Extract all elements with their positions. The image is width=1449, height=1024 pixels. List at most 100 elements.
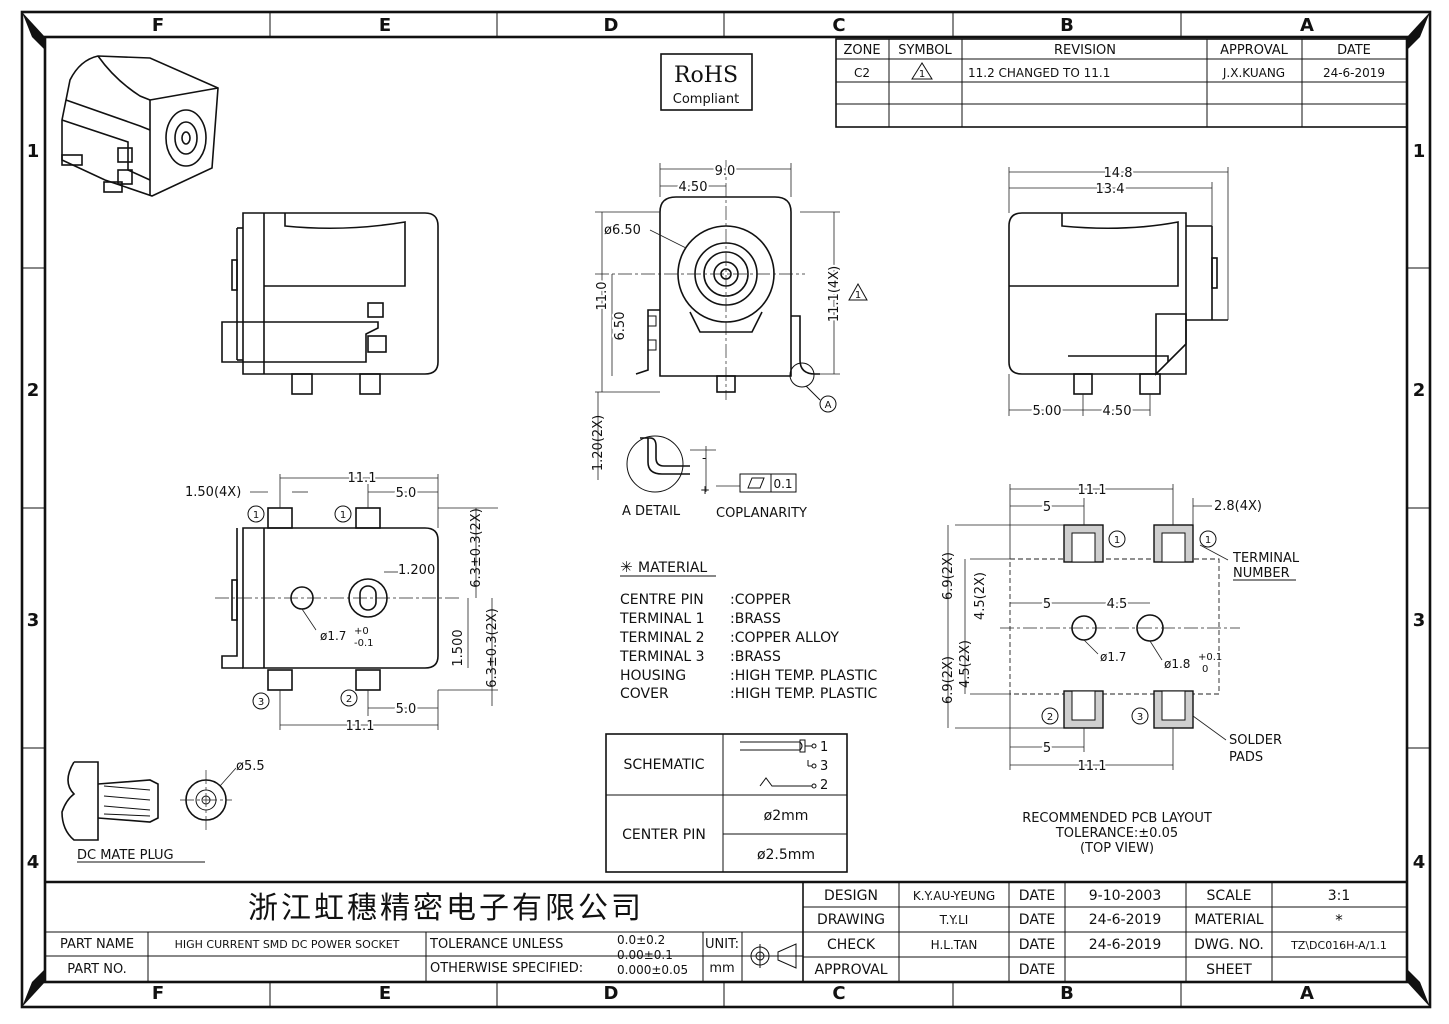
- check-date: 24-6-2019: [1089, 937, 1161, 953]
- coplanarity-value: 0.1: [773, 477, 792, 491]
- dim-hole-offset: 1.200: [398, 563, 435, 578]
- zone-col-b: B: [1060, 15, 1074, 36]
- design-date: 9-10-2003: [1089, 888, 1161, 904]
- material-star: ✳: [620, 558, 633, 576]
- rohs-sub: Compliant: [673, 92, 739, 107]
- mat-value-0: :COPPER: [730, 592, 791, 608]
- unit-label: UNIT:: [705, 937, 739, 952]
- dim-side-right: 4.50: [1103, 404, 1132, 419]
- design-label: DESIGN: [824, 888, 878, 904]
- rev-description: 11.2 CHANGED TO 11.1: [968, 66, 1110, 80]
- mat-part-4: HOUSING: [620, 668, 686, 684]
- flatness-icon: [747, 477, 765, 489]
- pcb-dia-2: ø1.8: [1164, 657, 1190, 671]
- zone-col-a-bottom: A: [1300, 983, 1314, 1004]
- pin-1-a: 1: [253, 510, 259, 521]
- date-label-4: DATE: [1019, 962, 1055, 978]
- dwg-no-label: DWG. NO.: [1194, 937, 1264, 953]
- mat-part-5: COVER: [620, 686, 669, 702]
- pcb-dia-1: ø1.7: [1100, 650, 1126, 664]
- part-no-label: PART NO.: [67, 962, 127, 977]
- dwg-no: TZ\DC016H-A/1.1: [1290, 939, 1387, 952]
- pcb-dim-v-inner-top: 4.5(2X): [973, 572, 988, 620]
- sheet-label: SHEET: [1206, 962, 1252, 978]
- dim-side-body: 13.4: [1096, 182, 1125, 197]
- pcb-dim-pad-width: 2.8(4X): [1214, 499, 1262, 514]
- pcb-dim-v-outer-top: 6.9(2X): [941, 552, 956, 600]
- designer: K.Y.AU-YEUNG: [913, 889, 995, 903]
- tolerance-line-2: OTHERWISE SPECIFIED:: [430, 961, 583, 976]
- zone-row-2-right: 2: [1413, 380, 1426, 401]
- outer-frame: [20, 10, 1432, 1009]
- dim-small-dia-tol-bot: -0.1: [354, 638, 374, 649]
- mat-part-3: TERMINAL 3: [619, 649, 705, 665]
- dim-bottom-v-top: 6.3±0.3(2X): [469, 508, 484, 588]
- mat-value-3: :BRASS: [730, 649, 781, 665]
- title-block: 浙江虹穗精密电子有限公司 PART NAME HIGH CURRENT SMD …: [45, 880, 1407, 982]
- plug-label: DC MATE PLUG: [77, 848, 174, 863]
- dim-small-dia-tol-top: +0: [354, 626, 369, 637]
- pcb-title-1: RECOMMENDED PCB LAYOUT: [1022, 811, 1212, 826]
- pcb-pin-1a: 1: [1114, 535, 1120, 546]
- pcb-pads-label: PADS: [1229, 750, 1263, 765]
- pcb-dim-v-inner-bot: 4.5(2X): [958, 640, 973, 688]
- rev-symbol: 1: [919, 69, 925, 80]
- date-label-1: DATE: [1019, 888, 1055, 904]
- dim-bottom-top-width: 11.1: [348, 471, 377, 486]
- tolerance-val-1: 0.0±0.2: [617, 933, 665, 947]
- material-value: *: [1335, 911, 1343, 929]
- pcb-dia-2-tol-bot: 0: [1202, 664, 1208, 675]
- scale-label: SCALE: [1207, 888, 1252, 904]
- rev-date: 24-6-2019: [1323, 66, 1385, 80]
- mat-value-1: :BRASS: [730, 611, 781, 627]
- rev-approval: J.X.KUANG: [1222, 66, 1285, 80]
- detail-ref-a: A: [825, 400, 832, 411]
- tolerance-val-3: 0.000±0.05: [617, 963, 688, 977]
- isometric-view: [61, 55, 219, 197]
- tolerance-line-1: TOLERANCE UNLESS: [429, 937, 563, 952]
- center-pin-d1: ø2mm: [764, 808, 809, 824]
- part-name-label: PART NAME: [60, 937, 134, 952]
- pcb-dim-mid-offset: 5: [1043, 597, 1051, 612]
- dim-pin-spacing: 1.20(2X): [591, 415, 606, 471]
- dc-mate-plug: ø5.5 DC MATE PLUG: [61, 759, 265, 863]
- pcb-pin-3: 3: [1137, 712, 1143, 723]
- zone-col-c-bottom: C: [832, 983, 845, 1004]
- zone-row-1-right: 1: [1413, 141, 1426, 162]
- dim-front-dia: ø6.50: [604, 223, 641, 238]
- pcb-pin-2: 2: [1047, 712, 1053, 723]
- zone-col-d: D: [604, 15, 619, 36]
- rev-col-date: DATE: [1337, 43, 1371, 58]
- rev-triangle-front-icon: [848, 282, 868, 301]
- pcb-dim-top-offset: 5: [1043, 500, 1051, 515]
- rohs-badge: RoHS Compliant: [660, 53, 753, 111]
- pcb-title-3: (TOP VIEW): [1080, 841, 1154, 856]
- pcb-dim-mid-spacing: 4.5: [1107, 597, 1128, 612]
- dim-small-dia: ø1.7: [320, 629, 346, 643]
- drawing-label: DRAWING: [817, 912, 885, 928]
- front-rev-mark: 1: [855, 290, 861, 301]
- dim-front-right-h: 11.1(4X): [827, 266, 842, 322]
- corner-marks: [22, 12, 1430, 1007]
- plug-dia: ø5.5: [236, 759, 265, 774]
- projection-symbol-icon: [748, 943, 797, 969]
- mat-value-4: :HIGH TEMP. PLASTIC: [730, 668, 878, 684]
- dim-bottom-bot-offset: 5.0: [396, 702, 417, 717]
- dim-pad-width: 1.50(4X): [185, 485, 241, 500]
- pcb-title-2: TOLERANCE:±0.05: [1055, 826, 1178, 841]
- material-label: MATERIAL: [1194, 912, 1263, 928]
- drawer: T.Y.LI: [939, 913, 969, 927]
- right-side-view: 14.8 13.4 5.00 4.50: [1008, 164, 1229, 421]
- mat-value-5: :HIGH TEMP. PLASTIC: [730, 686, 878, 702]
- mat-part-1: TERMINAL 1: [619, 611, 705, 627]
- pcb-solder-label: SOLDER: [1229, 733, 1282, 748]
- pin-3: 3: [258, 697, 264, 708]
- bottom-view: 11.1 1.50(4X) 5.0 1 1 3 2 1.200 ø1.7 +0 …: [185, 469, 500, 736]
- zone-col-f: F: [152, 15, 164, 36]
- pcb-dia-2-tol-top: +0.1: [1198, 652, 1222, 663]
- rev-col-approval: APPROVAL: [1220, 43, 1289, 58]
- rev-col-zone: ZONE: [843, 43, 880, 58]
- front-view: A 9.0 4.50 ø6.50 11.0 6.50 11.1(4X) 1 1.…: [591, 160, 868, 480]
- dim-front-height: 11.0: [595, 282, 610, 311]
- detail-plus: +: [700, 483, 710, 497]
